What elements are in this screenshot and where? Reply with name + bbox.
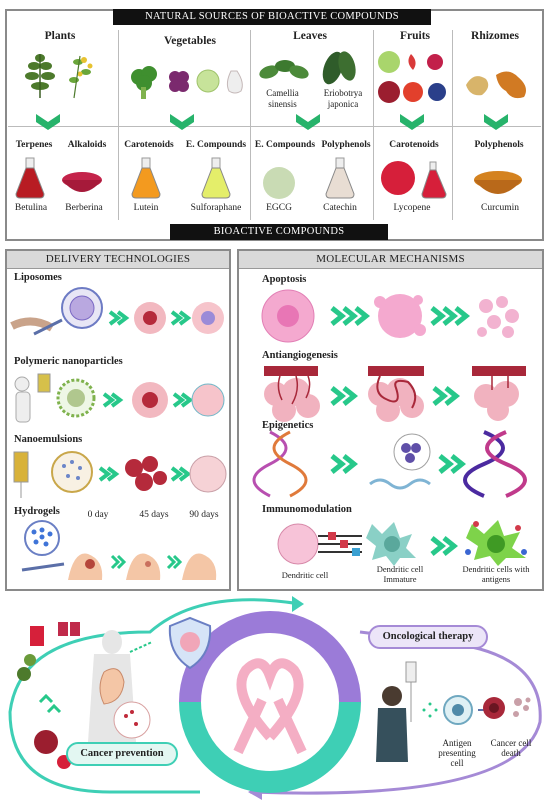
cell-dendritic: Dendritic cell	[281, 570, 329, 580]
day-0: 0 day	[87, 510, 109, 520]
compound-lycopene: Lycopene	[393, 203, 431, 213]
class-terpenes: Terpenes	[15, 140, 53, 150]
mechanism-epigenetics: Epigenetics	[262, 420, 314, 431]
cycle-graphic	[8, 596, 542, 800]
leaf-label-eriobotrya: Eriobotrya japonica	[323, 88, 363, 109]
oncological-therapy-label: Oncological therapy	[368, 625, 488, 649]
row-divider	[8, 126, 541, 127]
flask-betulina	[15, 157, 45, 199]
source-rhizomes: Rhizomes	[471, 30, 519, 42]
divider	[373, 30, 374, 220]
divider	[118, 30, 119, 220]
cancer-cell-death-label: Cancer cell death	[490, 738, 532, 758]
chevron-down-icon	[400, 114, 424, 130]
bowl-curcumin	[474, 171, 522, 194]
nanoemulsion-illustration	[13, 451, 227, 498]
source-vegetables: Vegetables	[164, 35, 216, 47]
class-carotenoids: Carotenoids	[124, 140, 174, 150]
hydrogel-illustration	[21, 520, 217, 580]
apoptosis-illustration	[261, 289, 519, 343]
class-alkaloids: Alkaloids	[67, 140, 107, 150]
natural-sources-panel	[5, 9, 544, 241]
plants-illustration	[25, 54, 93, 99]
liposome-illustration	[10, 287, 224, 336]
mechanisms-title: MOLECULAR MECHANISMS	[239, 251, 542, 269]
immunomodulation-illustration	[277, 520, 527, 566]
flask-catechin	[325, 157, 355, 199]
bowl-berberina	[62, 172, 102, 192]
powder-egcg	[263, 167, 295, 199]
antiangiogenesis-illustration	[264, 366, 526, 422]
leaf-label-camellia: Camellia sinensis	[266, 88, 299, 109]
mechanism-antiangiogenesis: Antiangiogenesis	[262, 350, 338, 361]
cancer-prevention-label: Cancer prevention	[66, 742, 178, 766]
compound-betulina: Betulina	[14, 203, 48, 213]
rhizomes-illustration	[466, 71, 526, 99]
divider	[250, 30, 251, 220]
cell-dendritic-immature: Dendritic cell Immature	[376, 564, 424, 584]
compound-catechin: Catechin	[323, 203, 357, 213]
class-e-compounds: E. Compounds	[254, 140, 316, 150]
leaves-illustration	[259, 51, 356, 85]
compound-egcg: EGCG	[266, 203, 292, 213]
compound-curcumin: Curcumin	[481, 203, 519, 213]
source-leaves: Leaves	[293, 30, 327, 42]
nanoparticle-illustration	[14, 373, 225, 423]
source-plants: Plants	[44, 30, 76, 42]
cell-dendritic-antigens: Dendritic cells with antigens	[462, 564, 530, 584]
delivery-title: DELIVERY TECHNOLOGIES	[7, 251, 229, 269]
vegetables-illustration	[131, 66, 243, 99]
chevron-down-icon	[296, 114, 320, 130]
antigen-presenting-cell-label: Antigen presenting cell	[438, 738, 476, 768]
delivery-liposomes: Liposomes	[14, 272, 62, 283]
chevron-down-icon	[170, 114, 194, 130]
compound-lutein: Lutein	[133, 203, 159, 213]
day-45: 45 days	[139, 510, 169, 520]
class-polyphenols: Polyphenols	[321, 140, 371, 150]
class-polyphenols: Polyphenols	[474, 140, 524, 150]
compound-sulforaphane: Sulforaphane	[190, 203, 242, 213]
epigenetics-illustration	[252, 430, 527, 498]
class-carotenoids: Carotenoids	[389, 140, 439, 150]
chevron-down-icon	[484, 114, 508, 130]
delivery-hydrogels: Hydrogels	[14, 506, 60, 517]
divider	[452, 30, 453, 220]
mechanism-apoptosis: Apoptosis	[262, 274, 307, 285]
flask-lutein	[131, 157, 161, 199]
delivery-polymeric-nanoparticles: Polymeric nanoparticles	[14, 356, 123, 367]
day-90: 90 days	[189, 510, 219, 520]
flask-sulforaphane	[201, 157, 231, 199]
delivery-nanoemulsions: Nanoemulsions	[14, 434, 83, 445]
mechanism-immunomodulation: Immunomodulation	[262, 504, 352, 515]
compound-berberina: Berberina	[65, 203, 103, 213]
class-e-compounds: E. Compounds	[185, 140, 247, 150]
bioactive-compounds-banner: BIOACTIVE COMPOUNDS	[170, 224, 388, 240]
chevron-down-icon	[36, 114, 60, 130]
fruits-illustration	[378, 51, 446, 103]
lycopene-illustration	[381, 161, 447, 199]
source-fruits: Fruits	[399, 30, 431, 42]
natural-sources-banner: NATURAL SOURCES OF BIOACTIVE COMPOUNDS	[113, 9, 431, 25]
